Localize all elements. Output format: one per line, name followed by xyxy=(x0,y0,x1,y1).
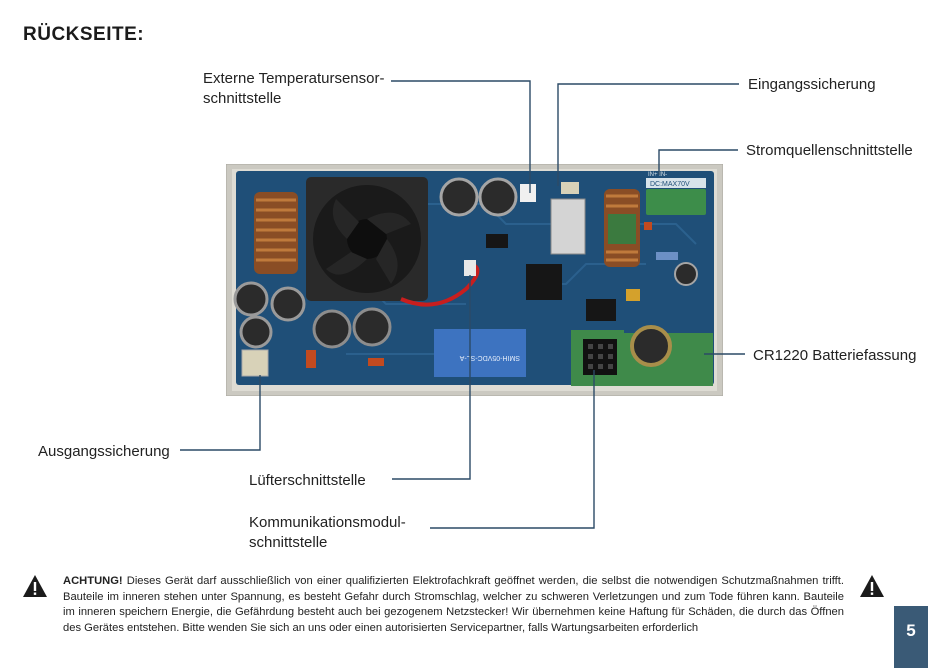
label-power-source: Stromquellenschnittstelle xyxy=(746,142,913,159)
warning-body: Dieses Gerät darf ausschließlich von ein… xyxy=(63,575,844,634)
circuit-board-photo: DC:MAX70V IN+ IN- SMIH-05VDC-SL-A xyxy=(225,163,724,397)
relay-text: SMIH-05VDC-SL-A xyxy=(459,354,520,361)
label-temp-sensor: Externe Temperatursensor- schnittstelle xyxy=(203,69,384,109)
label-comm-module: Kommunikationsmodul- schnittstelle xyxy=(249,513,406,553)
label-input-fuse: Eingangssicherung xyxy=(748,76,876,93)
page-title: RÜCKSEITE: xyxy=(23,24,145,45)
silkscreen-max: DC:MAX70V xyxy=(650,181,690,188)
warning-triangle-icon-right xyxy=(860,575,884,597)
label-comm-module-line1: Kommunikationsmodul- xyxy=(249,514,406,531)
page-number: 5 xyxy=(894,606,928,668)
warning-prefix: ACHTUNG! xyxy=(63,575,123,587)
warning-notice: ACHTUNG! Dieses Gerät darf ausschließlic… xyxy=(63,574,844,636)
label-battery-holder: CR1220 Batteriefassung xyxy=(753,347,917,364)
label-output-fuse: Ausgangssicherung xyxy=(38,443,170,460)
label-fan-interface: Lüfterschnittstelle xyxy=(249,472,366,489)
silkscreen-in: IN+ IN- xyxy=(648,172,667,178)
warning-triangle-icon xyxy=(23,575,47,597)
label-comm-module-line2: schnittstelle xyxy=(249,534,328,551)
label-temp-sensor-line2: schnittstelle xyxy=(203,90,282,107)
label-temp-sensor-line1: Externe Temperatursensor- xyxy=(203,70,385,87)
